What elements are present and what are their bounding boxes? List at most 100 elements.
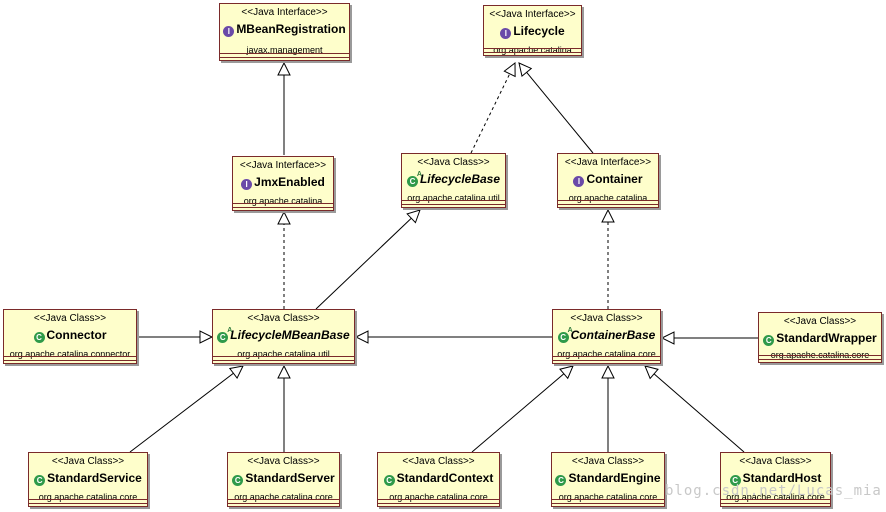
class-icon: C	[763, 335, 775, 346]
compartment-divider	[378, 499, 499, 500]
inheritance-arrowhead	[277, 210, 291, 225]
compartment-divider	[228, 499, 339, 500]
interface-icon: I	[573, 176, 585, 187]
compartment-divider	[29, 503, 147, 504]
compartment-divider	[558, 200, 658, 201]
edge-line	[526, 71, 594, 154]
stereotype-label: <<Java Class>>	[739, 456, 812, 467]
edge-implements-lifecycleMBeanBase-to-jmxEnabled	[277, 210, 291, 309]
class-name: JmxEnabled	[254, 175, 325, 189]
edge-implements-lifecycleBase-to-lifecycle	[470, 61, 516, 154]
compartment-divider	[213, 360, 354, 361]
compartment-divider	[4, 356, 136, 357]
edge-implements-containerBase-to-container	[601, 208, 615, 309]
class-icon: C	[555, 475, 567, 486]
class-name: LifecycleMBeanBase	[230, 328, 350, 342]
class-name: StandardServer	[245, 471, 335, 485]
edge-extends-container-to-lifecycle	[518, 62, 594, 154]
edge-extends-standardService-to-lifecycleMBeanBase	[129, 365, 244, 453]
class-name: LifecycleBase	[419, 172, 501, 186]
inheritance-arrowhead	[503, 61, 516, 78]
compartment-divider	[233, 203, 333, 204]
package-label: org.apache.catalina.util	[237, 349, 330, 359]
stereotype-label: <<Java Class>>	[783, 316, 857, 327]
inheritance-arrowhead	[406, 209, 421, 224]
interface-icon: I	[241, 179, 253, 190]
class-name: StandardWrapper	[776, 331, 877, 345]
edge-extends-standardContext-to-containerBase	[471, 365, 574, 453]
class-name: StandardContext	[396, 471, 494, 485]
package-label: org.apache.catalina.core	[726, 492, 825, 502]
package-label: org.apache.catalina.connector	[9, 349, 131, 359]
compartment-divider	[552, 499, 664, 500]
stereotype-label: <<Java Class>>	[247, 456, 320, 467]
stereotype-label: <<Java Interface>>	[564, 157, 652, 168]
stereotype-label: <<Java Class>>	[417, 157, 490, 168]
compartment-divider	[553, 356, 660, 357]
edge-line	[471, 373, 565, 453]
package-label: org.apache.catalina	[493, 45, 572, 55]
compartment-divider	[213, 356, 354, 357]
compartment-divider	[484, 52, 581, 53]
class-name: Connector	[46, 328, 107, 342]
compartment-divider	[228, 503, 339, 504]
edge-extends-lifecycleMBeanBase-to-lifecycleBase	[315, 209, 421, 310]
compartment-divider	[558, 204, 658, 205]
stereotype-label: <<Java Class>>	[571, 456, 645, 467]
package-label: org.apache.catalina	[568, 193, 648, 203]
inheritance-arrowhead	[354, 330, 369, 344]
edge-extends-containerBase-to-lifecycleMBeanBase	[354, 330, 552, 344]
class-icon: C	[729, 475, 741, 486]
edge-extends-connector-to-lifecycleMBeanBase	[137, 330, 214, 344]
edge-line	[470, 73, 511, 154]
watermark: blog.csdn.net/Lucas_mia	[665, 483, 882, 499]
compartment-divider	[29, 499, 147, 500]
class-name: ContainerBase	[570, 328, 656, 342]
compartment-divider	[233, 207, 333, 208]
class-name: StandardEngine	[568, 471, 661, 485]
package-label: org.apache.catalina	[243, 196, 323, 206]
abstract-marker-icon: A	[227, 327, 233, 334]
inheritance-arrowhead	[660, 331, 675, 345]
stereotype-label: <<Java Class>>	[402, 456, 475, 467]
package-label: org.apache.catalina.core	[389, 492, 488, 502]
inheritance-arrowhead	[199, 330, 214, 344]
package-label: org.apache.catalina.core	[557, 349, 656, 359]
inheritance-arrowhead	[277, 364, 291, 379]
stereotype-label: <<Java Class>>	[247, 313, 320, 324]
edge-extends-standardHost-to-containerBase	[644, 365, 745, 453]
compartment-divider	[378, 503, 499, 504]
class-name: StandardService	[47, 471, 142, 485]
compartment-divider	[402, 204, 505, 205]
class-name: StandardHost	[742, 471, 822, 485]
edge-extends-jmxEnabled-to-mbeanRegistration	[277, 61, 291, 155]
class-name: MBeanRegistration	[236, 22, 346, 36]
edge-extends-standardEngine-to-containerBase	[601, 364, 615, 452]
inheritance-arrowhead	[644, 365, 659, 380]
inheritance-arrowhead	[228, 365, 244, 379]
stereotype-label: <<Java Interface>>	[239, 160, 327, 171]
inheritance-arrowhead	[277, 61, 291, 76]
inheritance-arrowhead	[559, 365, 574, 380]
package-label: org.apache.catalina.core	[234, 492, 333, 502]
